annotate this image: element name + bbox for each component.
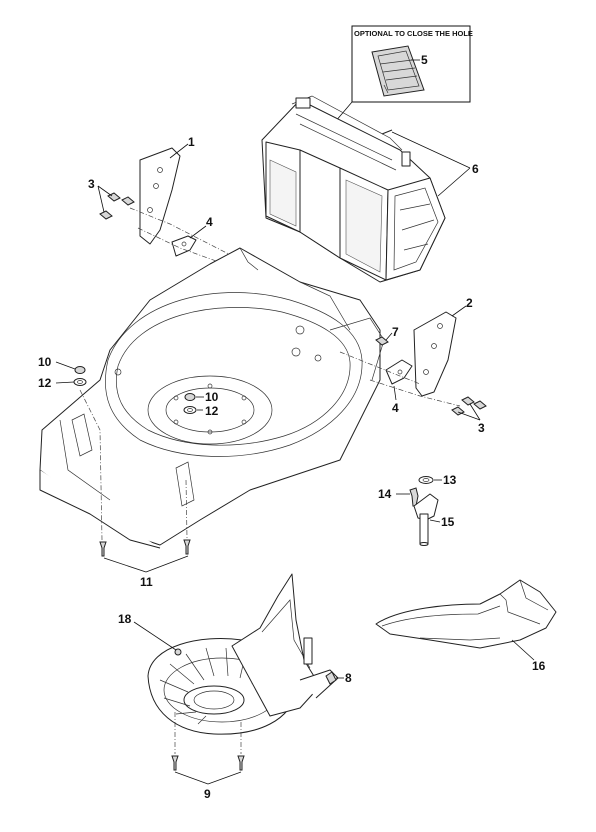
screws-11: 11 (99, 479, 191, 589)
optional-cover-inset: OPTIONAL TO CLOSE THE HOLE 5 (334, 25, 473, 123)
callout-10-left: 10 (38, 355, 52, 369)
callout-6: 6 (472, 162, 479, 176)
rear-flap: 16 (375, 579, 557, 673)
height-adjuster-assembly: 13 14 15 (378, 473, 457, 546)
callout-9: 9 (204, 787, 211, 801)
callout-14: 14 (378, 487, 392, 501)
callout-11: 11 (140, 575, 153, 589)
callout-3-right: 3 (478, 421, 485, 435)
inset-note: OPTIONAL TO CLOSE THE HOLE (354, 29, 473, 38)
callout-4-left: 4 (206, 215, 213, 229)
mower-deck (39, 247, 385, 549)
callout-12-left: 12 (38, 376, 52, 390)
callout-4-right: 4 (392, 401, 399, 415)
callout-16: 16 (532, 659, 546, 673)
hole-cover-plate (371, 45, 425, 97)
callout-12-center: 12 (205, 404, 219, 418)
callout-8: 8 (345, 671, 352, 685)
right-mount-bracket: 2 4 7 3 (339, 296, 487, 435)
bolt-7 (375, 336, 389, 346)
callout-15: 15 (441, 515, 455, 529)
callout-7: 7 (392, 325, 399, 339)
grass-chute-housing: 6 (261, 95, 479, 283)
screw-set-right (451, 396, 487, 416)
callout-3-left: 3 (88, 177, 95, 191)
clip-right (385, 359, 413, 385)
callout-13: 13 (443, 473, 457, 487)
blade-housing-assembly: 8 18 9 (118, 573, 352, 801)
left-mount-bracket: 1 3 4 (88, 135, 261, 271)
callout-1: 1 (188, 135, 195, 149)
callout-10-center: 10 (205, 390, 219, 404)
callout-5: 5 (421, 53, 428, 67)
callout-18: 18 (118, 612, 132, 626)
screw-set-left (99, 192, 135, 220)
left-washers: 10 12 (38, 355, 103, 541)
center-washers: 10 12 (183, 390, 219, 418)
callout-2: 2 (466, 296, 473, 310)
